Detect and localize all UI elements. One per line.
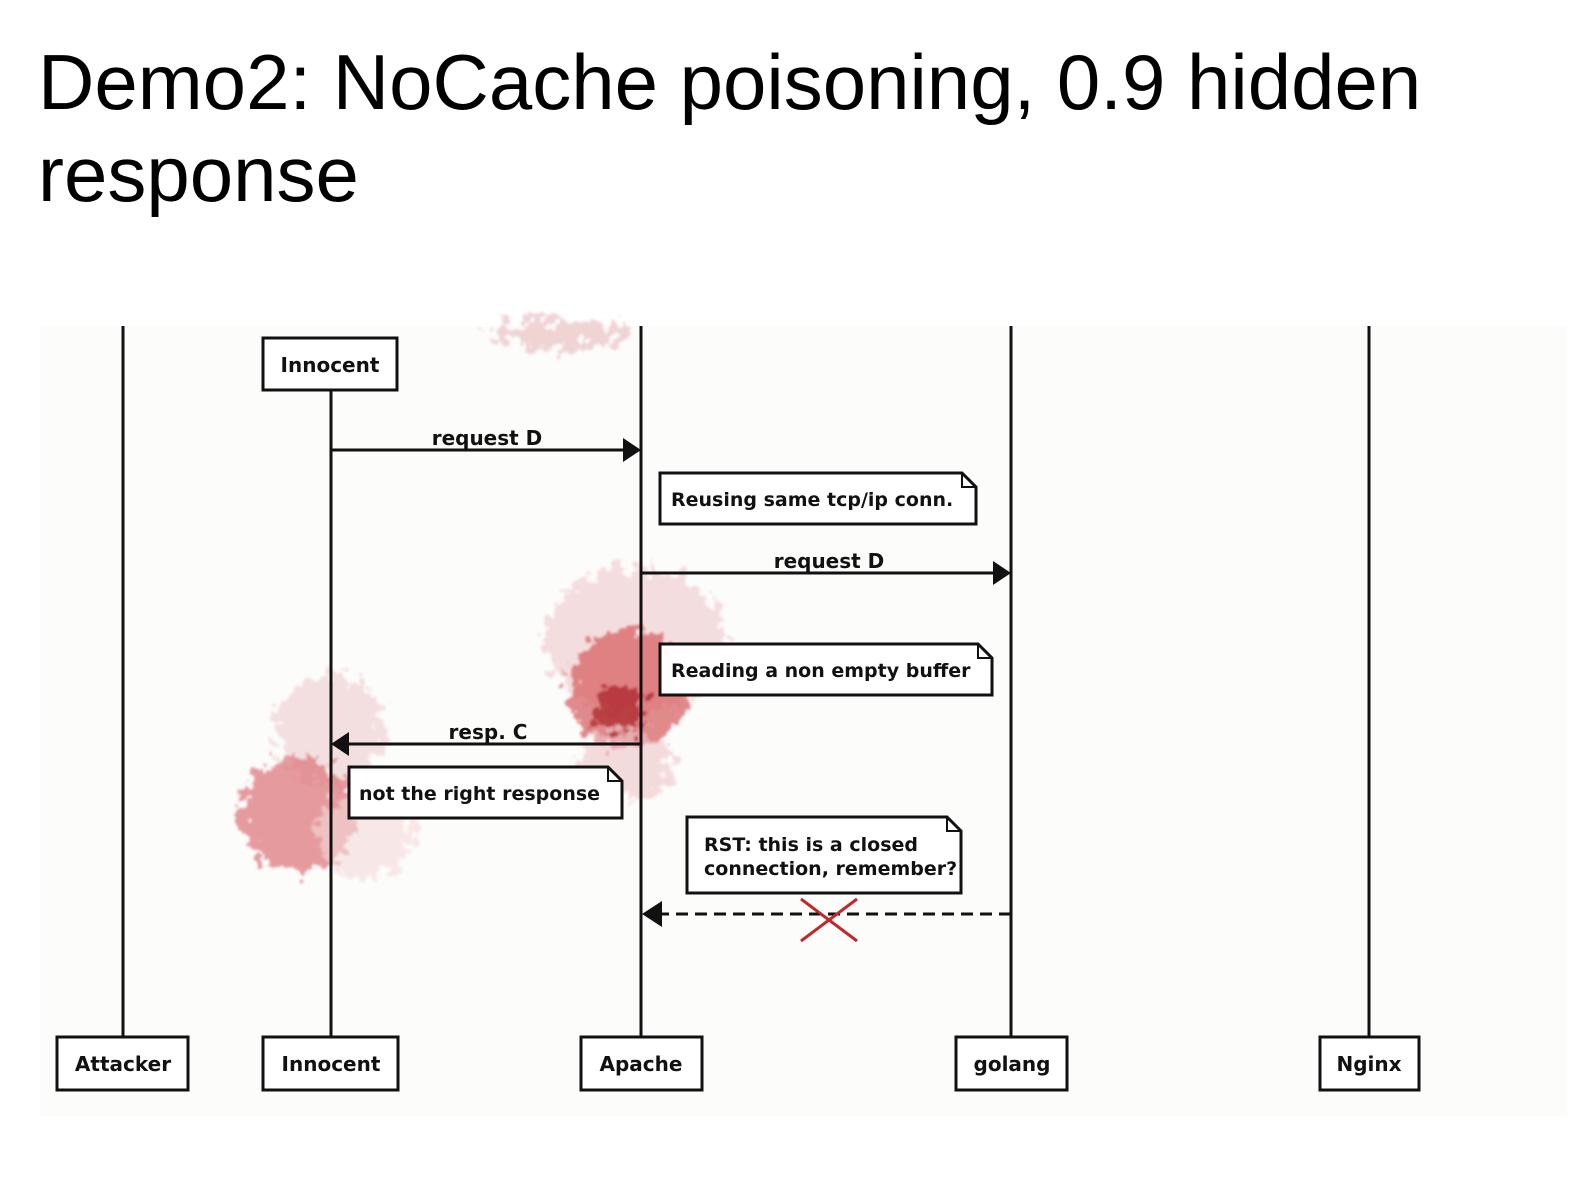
note-label: not the right response xyxy=(359,783,600,805)
participant-nginx: Nginx xyxy=(1318,1035,1421,1092)
message-label: request D xyxy=(774,549,885,573)
participant-label: Nginx xyxy=(1336,1052,1401,1076)
participant-label: Apache xyxy=(600,1052,683,1076)
participant-innocent: Innocent xyxy=(261,1035,400,1092)
innocent-head-box: Innocent xyxy=(261,336,399,392)
message-label: request D xyxy=(432,426,543,450)
red-cross-icon xyxy=(800,897,858,943)
participant-label: Innocent xyxy=(282,1052,381,1076)
message-request-d-to-golang: request D xyxy=(641,549,1011,585)
participant-apache: Apache xyxy=(579,1035,704,1092)
participant-golang: golang xyxy=(954,1035,1069,1092)
message-resp-c: resp. C xyxy=(331,720,641,756)
participant-label: Attacker xyxy=(75,1052,171,1076)
note-reading-buffer: Reading a non empty buffer xyxy=(658,642,994,697)
note-rst-closed-connection: RST: this is a closed connection, rememb… xyxy=(685,815,963,895)
message-request-d-to-apache: request D xyxy=(331,426,641,462)
note-label: Reusing same tcp/ip conn. xyxy=(671,489,953,511)
innocent-head-label: Innocent xyxy=(281,353,380,377)
note-label: Reading a non empty buffer xyxy=(671,660,971,682)
message-label: resp. C xyxy=(449,720,528,744)
note-label-line1: RST: this is a closed xyxy=(704,834,918,856)
note-reusing-connection: Reusing same tcp/ip conn. xyxy=(658,471,978,526)
participant-attacker: Attacker xyxy=(55,1035,190,1092)
note-label-line2: connection, remember? xyxy=(704,858,957,880)
slide-title: Demo2: NoCache poisoning, 0.9 hidden res… xyxy=(38,38,1422,218)
participant-label: golang xyxy=(974,1052,1051,1076)
note-not-right-response: not the right response xyxy=(347,765,624,820)
